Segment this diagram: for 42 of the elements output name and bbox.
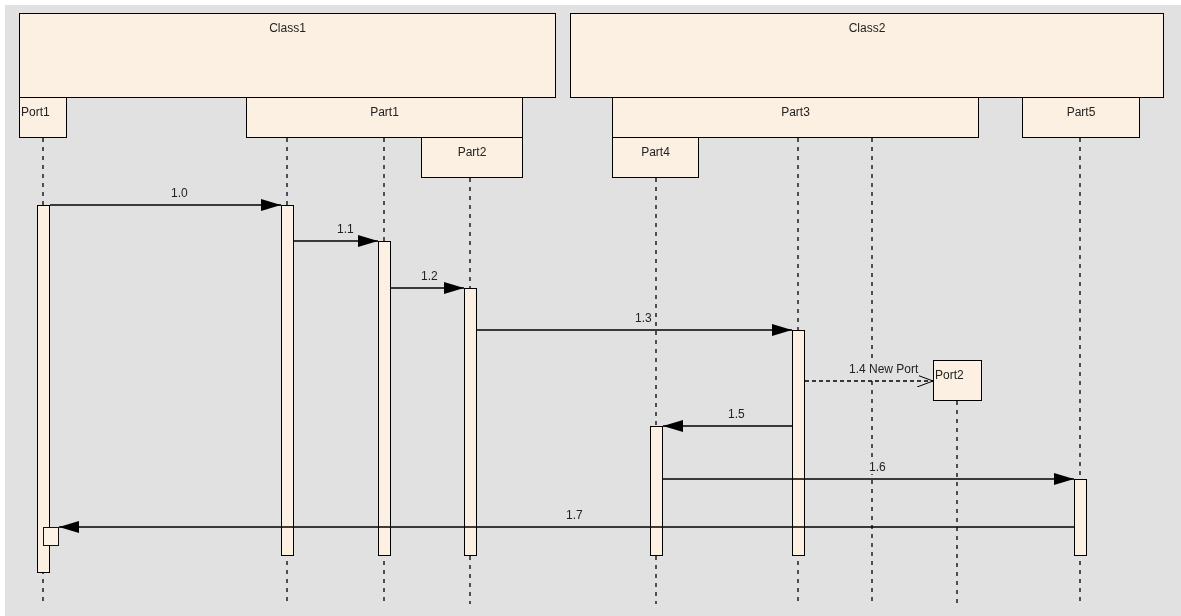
message-arrow	[476, 324, 793, 336]
node-label: Part2	[456, 144, 488, 159]
part-box	[612, 137, 699, 178]
message-arrow	[58, 521, 1075, 533]
activation-bar	[378, 241, 391, 556]
edge-label: 1.4 New Port	[848, 362, 920, 376]
node-label: Port1	[20, 104, 51, 119]
class-box	[19, 13, 556, 98]
edge-label: 1.3	[634, 311, 653, 325]
activation-bar	[650, 426, 663, 556]
node-label: Part4	[640, 144, 671, 159]
activation-bar	[37, 205, 50, 573]
message-arrow	[804, 374, 934, 388]
message-arrow	[662, 473, 1075, 485]
message-arrow	[49, 199, 282, 211]
part-box	[933, 360, 982, 401]
node-label: Class2	[847, 20, 887, 35]
edge-label: 1.7	[565, 508, 584, 522]
message-arrow	[662, 420, 793, 432]
edge-label: 1.2	[420, 269, 439, 283]
edge-label: 1.5	[727, 407, 746, 421]
activation-bar	[281, 205, 294, 556]
part-box	[1022, 97, 1140, 138]
edge-label: 1.0	[170, 186, 189, 200]
node-label: Port2	[934, 367, 965, 382]
message-arrow	[390, 282, 465, 294]
node-label: Part3	[780, 104, 811, 119]
part-box	[612, 97, 979, 138]
activation-box	[43, 527, 59, 546]
edge-label: 1.1	[336, 222, 355, 236]
node-label: Part1	[369, 104, 400, 119]
part-box	[421, 137, 523, 178]
edge-label: 1.6	[868, 460, 887, 474]
activation-bar	[464, 288, 477, 556]
part-box	[246, 97, 523, 138]
message-arrow	[293, 235, 379, 247]
class-box	[570, 13, 1164, 98]
node-label: Class1	[268, 20, 307, 35]
node-label: Part5	[1065, 104, 1097, 119]
part-box	[19, 97, 67, 138]
activation-bar	[792, 330, 805, 556]
activation-bar	[1074, 479, 1087, 556]
